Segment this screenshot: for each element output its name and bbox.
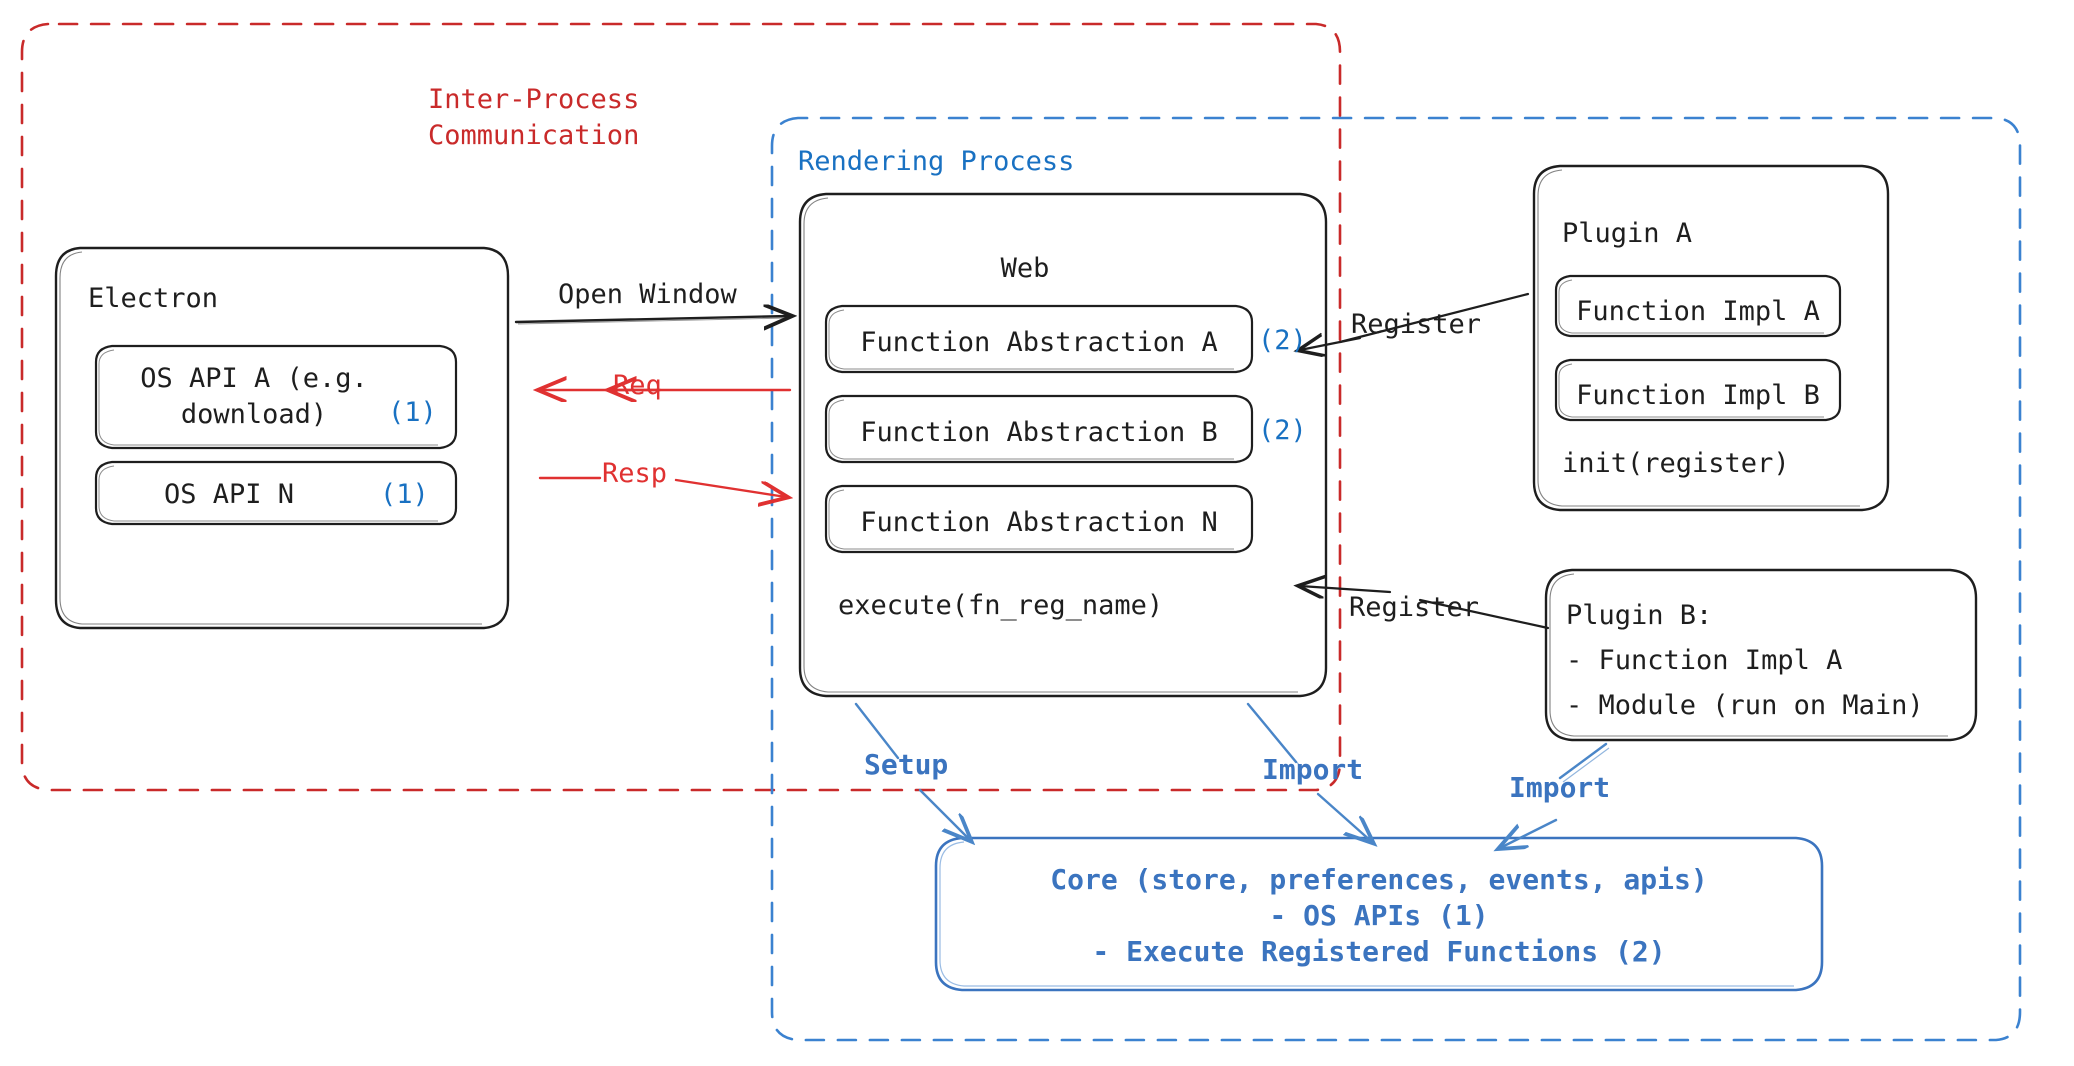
core-line-1: Core (store, preferences, events, apis) <box>1050 863 1708 896</box>
function-abstraction-b-marker: (2) <box>1258 415 1307 446</box>
container-label-inter-process-communication: Inter-Process Communication <box>428 84 640 151</box>
box-title-plugin-b: Plugin B: <box>1566 600 1713 631</box>
arrow-register-b <box>1300 586 1550 630</box>
function-impl-a-label: Function Impl A <box>1576 296 1820 327</box>
core-line-2: - OS APIs (1) <box>1269 899 1489 932</box>
edge-label-req: Req <box>613 370 662 401</box>
box-title-plugin-a: Plugin A <box>1562 218 1693 249</box>
box-plugin-b <box>1544 568 1978 742</box>
box-core <box>934 836 1824 992</box>
os-api-a-label: OS API A (e.g. download) <box>140 363 368 430</box>
box-web <box>798 192 1328 698</box>
function-abstraction-b-label: Function Abstraction B <box>860 417 1218 448</box>
box-title-web: Web <box>1000 253 1050 284</box>
os-api-a-marker: (1) <box>388 397 437 428</box>
os-api-n-label: OS API N <box>163 479 295 510</box>
function-abstraction-a-label: Function Abstraction A <box>860 327 1218 358</box>
plugin-b-line-2: - Module (run on Main) <box>1566 690 1924 721</box>
container-rendering-process <box>770 116 2022 1042</box>
arrow-setup <box>854 702 970 840</box>
box-electron <box>54 246 510 630</box>
web-footer-execute: execute(fn_reg_name) <box>838 590 1164 621</box>
core-line-3: - Execute Registered Functions (2) <box>1092 935 1666 968</box>
arrow-import-web <box>1246 702 1372 842</box>
box-plugin-a <box>1532 164 1890 512</box>
edge-label-import-web: Import <box>1262 753 1364 786</box>
edge-label-setup: Setup <box>864 748 949 781</box>
container-label-rendering-process: Rendering Process <box>798 146 1075 177</box>
arrow-import-plugin <box>1500 742 1610 848</box>
plugin-a-footer-init: init(register) <box>1562 448 1790 479</box>
plugin-b-line-1: - Function Impl A <box>1566 645 1843 676</box>
box-title-electron: Electron <box>88 283 219 314</box>
function-abstraction-a-marker: (2) <box>1258 325 1307 356</box>
edge-label-open-window: Open Window <box>558 279 737 310</box>
os-api-n-marker: (1) <box>380 479 429 510</box>
arrow-register-a <box>1300 292 1530 350</box>
edge-label-register-a: Register <box>1351 309 1482 340</box>
edge-label-register-b: Register <box>1349 592 1480 623</box>
function-abstraction-n-label: Function Abstraction N <box>860 507 1218 538</box>
function-impl-b-label: Function Impl B <box>1576 380 1820 411</box>
edge-label-resp: Resp <box>602 458 668 489</box>
container-inter-process-communication <box>20 22 1342 792</box>
edge-label-import-plugin: Import <box>1509 771 1611 804</box>
arrow-resp <box>538 476 786 497</box>
arrow-open-window <box>514 316 790 324</box>
